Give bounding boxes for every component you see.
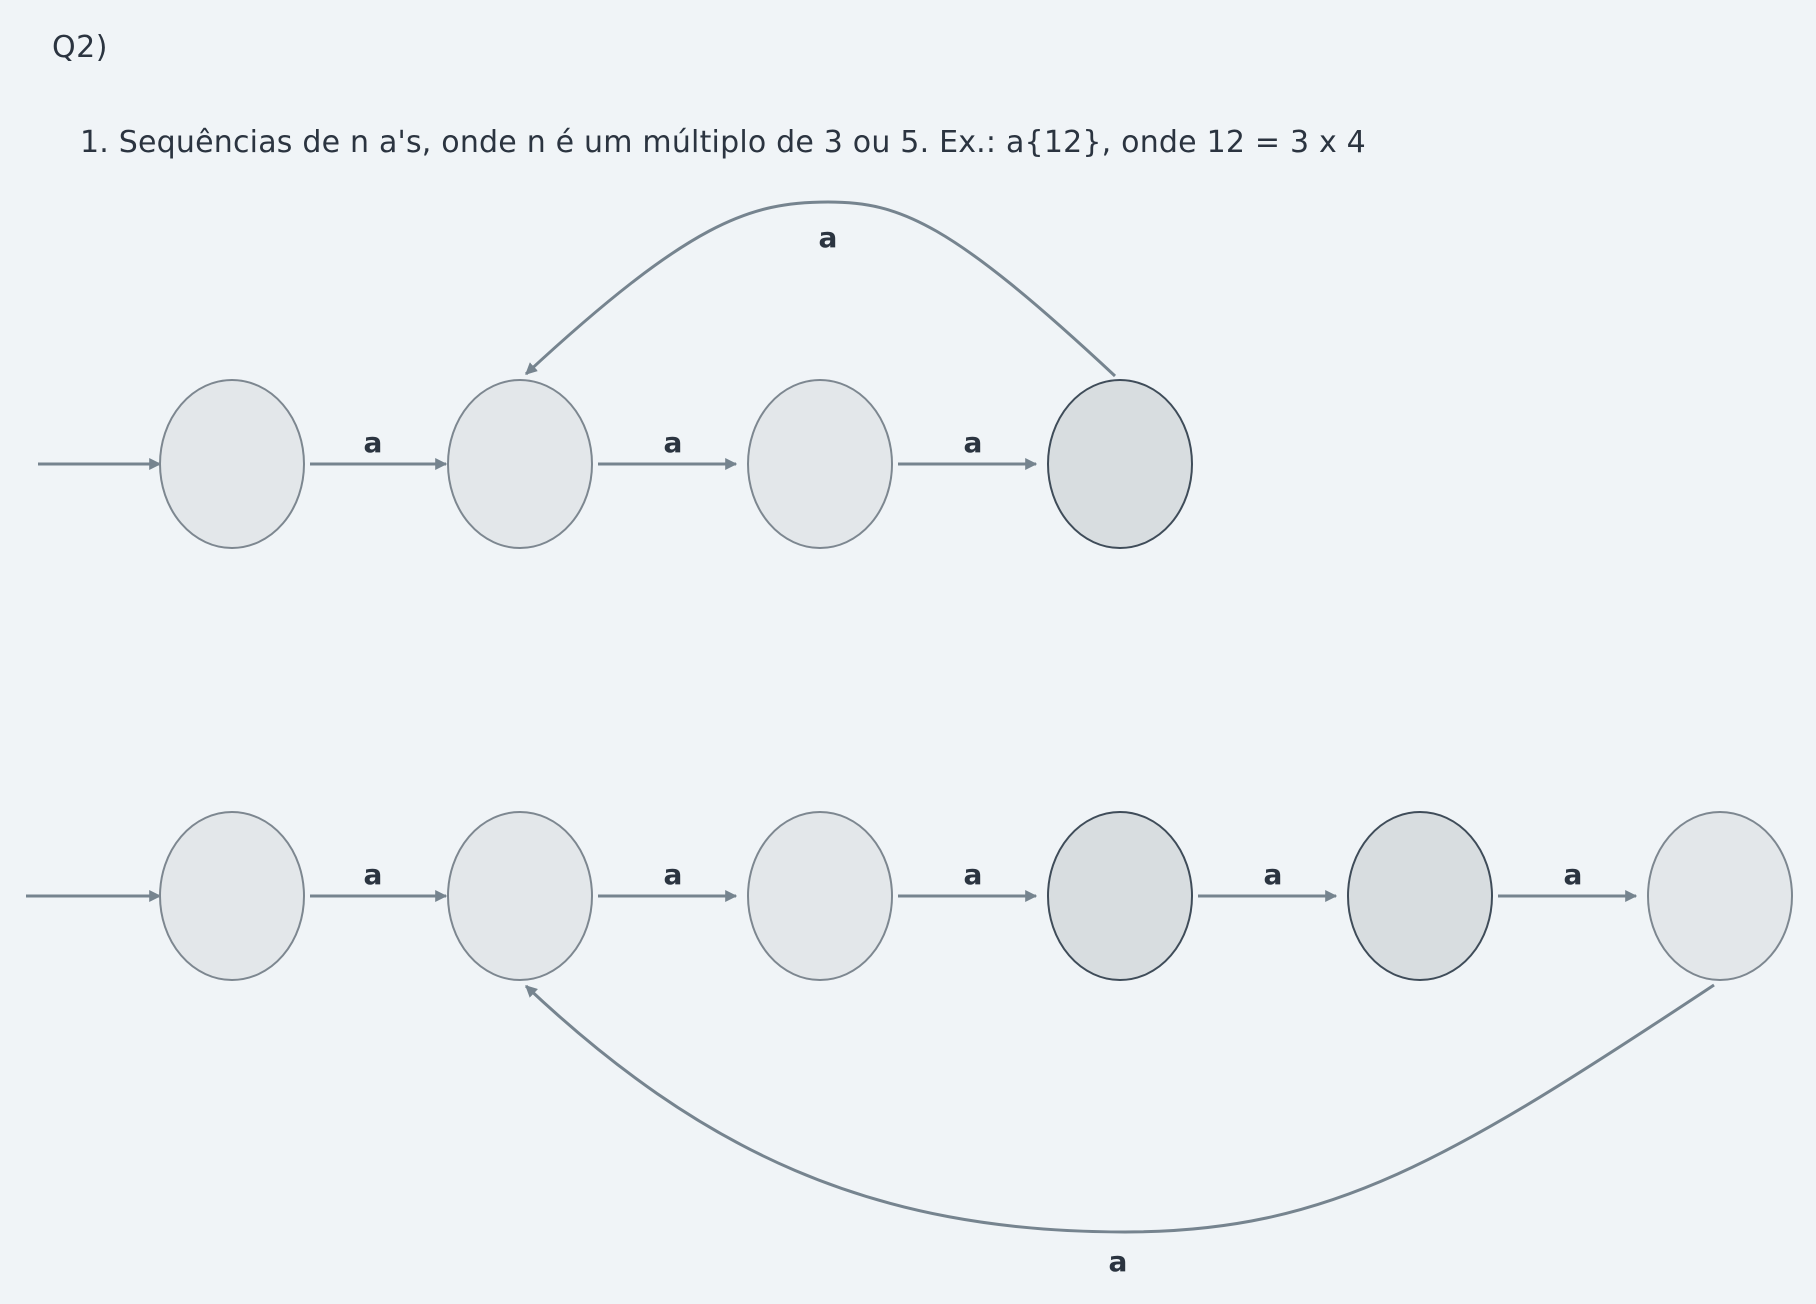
a2-label-p4-p5: a — [1564, 858, 1583, 891]
a2-state-p3-final — [1047, 811, 1193, 981]
question-heading: Q2) — [52, 30, 108, 65]
a2-label-p1-p2: a — [664, 858, 683, 891]
a1-edge-q3-q1 — [524, 200, 1117, 378]
a1-state-q0 — [159, 379, 305, 549]
a1-label-q1-q2: a — [664, 426, 683, 459]
a1-label-q3-q1: a — [819, 221, 838, 254]
automaton-2: a a a a a a — [26, 811, 1793, 1278]
a2-label-p0-p1: a — [364, 858, 383, 891]
a1-state-q2 — [747, 379, 893, 549]
a1-label-q2-q3: a — [964, 426, 983, 459]
a1-state-q1 — [447, 379, 593, 549]
a1-label-q0-q1: a — [364, 426, 383, 459]
a2-label-p5-p1: a — [1109, 1245, 1128, 1278]
a2-state-p5 — [1647, 811, 1793, 981]
a2-state-p4-final — [1347, 811, 1493, 981]
a2-state-p0 — [159, 811, 305, 981]
a2-state-p1 — [447, 811, 593, 981]
a2-label-p3-p4: a — [1264, 858, 1283, 891]
automaton-1: a a a a — [38, 200, 1193, 549]
a1-state-q3-final — [1047, 379, 1193, 549]
a2-state-p2 — [747, 811, 893, 981]
problem-statement: 1. Sequências de n a's, onde n é um múlt… — [80, 125, 1366, 160]
a2-edge-p5-p1 — [524, 983, 1715, 1234]
a2-label-p2-p3: a — [964, 858, 983, 891]
